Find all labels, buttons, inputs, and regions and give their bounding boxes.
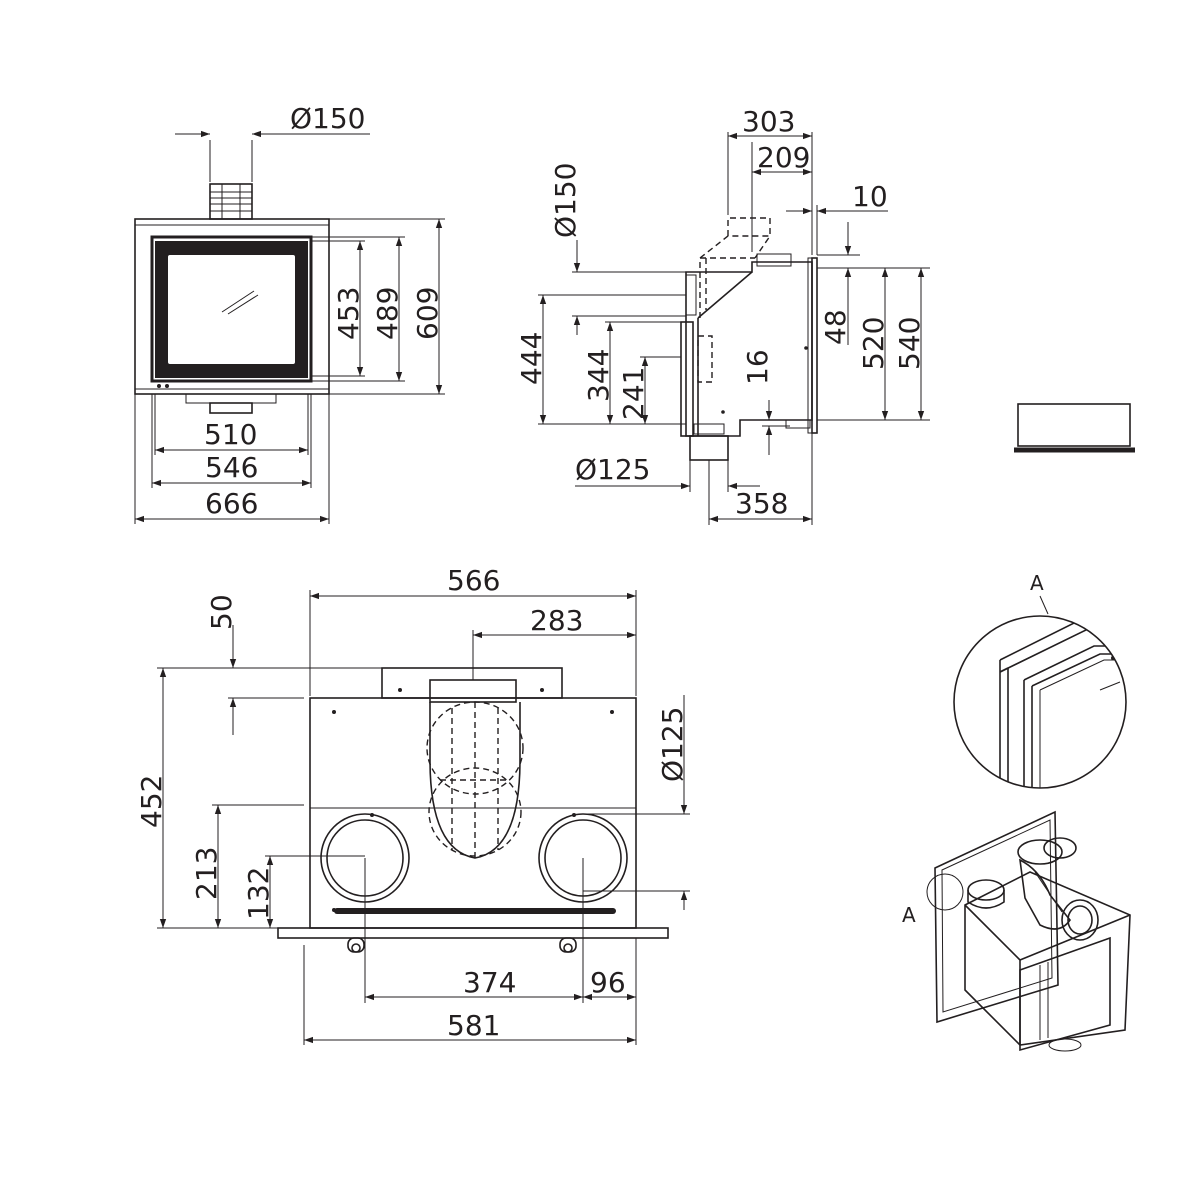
isometric-view: A (902, 810, 1131, 1052)
front-height-609: 609 (411, 287, 444, 340)
top-offset-96: 96 (590, 966, 626, 999)
top-width-581: 581 (447, 1009, 500, 1042)
detail-label: A (1030, 571, 1044, 595)
front-flue-diameter: Ø150 (290, 102, 365, 135)
iso-label: A (902, 903, 916, 927)
top-spacing-374: 374 (463, 966, 516, 999)
top-duct-diameter: Ø125 (656, 707, 689, 782)
side-height-241: 241 (617, 367, 650, 420)
side-depth-303: 303 (742, 105, 795, 138)
top-width-566: 566 (447, 564, 500, 597)
side-view: 303 209 10 48 520 540 Ø150 444 344 24 (515, 105, 930, 525)
front-height-453: 453 (332, 287, 365, 340)
side-height-48: 48 (819, 309, 852, 345)
side-height-444: 444 (515, 332, 548, 385)
front-height-489: 489 (371, 287, 404, 340)
top-view: 566 283 50 452 213 132 Ø125 374 96 (135, 564, 690, 1045)
side-height-16: 16 (741, 349, 774, 385)
profile-symbol (1014, 403, 1135, 453)
side-height-540: 540 (893, 317, 926, 370)
side-height-520: 520 (857, 317, 890, 370)
front-width-510: 510 (204, 418, 257, 451)
side-depth-358: 358 (735, 487, 788, 520)
top-half-283: 283 (530, 604, 583, 637)
side-offset-10: 10 (852, 180, 888, 213)
side-air-diameter: Ø125 (575, 453, 650, 486)
front-width-546: 546 (205, 451, 258, 484)
top-depth-132: 132 (242, 867, 275, 920)
side-depth-209: 209 (757, 141, 810, 174)
top-offset-50: 50 (205, 594, 238, 630)
front-view: Ø150 453 489 609 510 546 666 (134, 102, 445, 524)
top-depth-452: 452 (135, 775, 168, 828)
detail-a: A (953, 571, 1127, 789)
side-height-344: 344 (582, 349, 615, 402)
front-width-666: 666 (205, 487, 258, 520)
top-depth-213: 213 (190, 847, 223, 900)
side-flue-diameter: Ø150 (549, 163, 582, 238)
